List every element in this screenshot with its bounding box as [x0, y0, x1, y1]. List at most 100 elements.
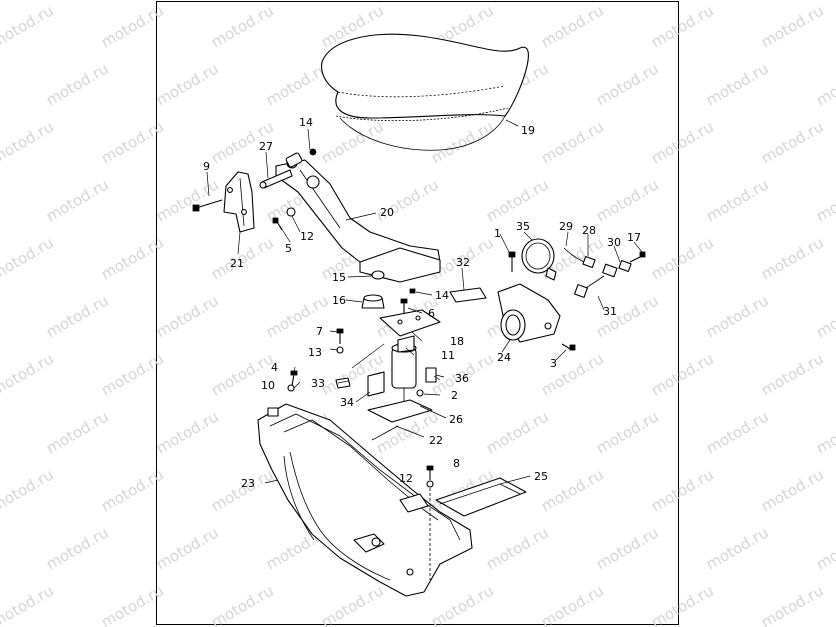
callout-23: 23: [241, 477, 255, 490]
part-nut-14: [409, 288, 416, 294]
watermark-text: motod.ru: [538, 349, 607, 399]
callout-1: 1: [494, 227, 501, 240]
watermark-text: motod.ru: [538, 1, 607, 51]
part-clip-33: [335, 377, 351, 389]
watermark-text: motod.ru: [43, 407, 112, 457]
callout-11: 11: [441, 349, 455, 362]
watermark-text: motod.ru: [483, 407, 552, 457]
part-washer-2: [416, 389, 424, 397]
callout-9: 9: [203, 160, 210, 173]
part-bolt-1: [508, 251, 516, 272]
callout-19: 19: [521, 124, 535, 137]
part-pin: [259, 169, 293, 189]
watermark-text: motod.ru: [648, 1, 717, 51]
callout-21: 21: [230, 257, 244, 270]
watermark-text: motod.ru: [813, 59, 836, 109]
part-bolt-8: [426, 465, 434, 580]
watermark-text: motod.ru: [593, 523, 662, 573]
watermark-text: motod.ru: [43, 59, 112, 109]
callout-27: 27: [259, 140, 273, 153]
watermark-text: motod.ru: [0, 1, 57, 51]
part-rubber-mounts: [361, 270, 385, 309]
part-rear-fender: [257, 403, 473, 597]
part-base-plate: [367, 371, 433, 441]
callout-35: 35: [516, 220, 530, 233]
callout-2: 2: [451, 389, 458, 402]
callout-14b: 14: [435, 289, 449, 302]
leader-lines: [206, 119, 643, 485]
part-screw-5: [272, 217, 283, 231]
watermark-text: motod.ru: [208, 465, 277, 515]
callout-25: 25: [534, 470, 548, 483]
watermark-text: motod.ru: [758, 233, 827, 283]
watermark-text: motod.ru: [43, 523, 112, 573]
part-seat-bracket: [275, 148, 441, 283]
callout-32: 32: [456, 256, 470, 269]
part-lamp-housing: [497, 283, 561, 343]
callout-20: 20: [380, 206, 394, 219]
watermark-text: motod.ru: [98, 465, 167, 515]
callout-17: 17: [627, 231, 641, 244]
watermark-text: motod.ru: [0, 523, 2, 573]
watermark-text: motod.ru: [648, 349, 717, 399]
watermark-text: motod.ru: [483, 175, 552, 225]
watermark-text: motod.ru: [318, 117, 387, 167]
watermark-text: motod.ru: [153, 291, 222, 341]
callout-34: 34: [340, 396, 354, 409]
watermark-text: motod.ru: [813, 175, 836, 225]
part-seat: [321, 33, 529, 151]
callout-36: 36: [455, 372, 469, 385]
watermark-text: motod.ru: [648, 233, 717, 283]
callout-labels: 1 2 3 4 5 6 7 8 9 10 11 12 12 13 14 14 1…: [203, 116, 641, 490]
watermark-text: motod.ru: [758, 349, 827, 399]
watermark-text: motod.ru: [0, 291, 2, 341]
watermark-text: motod.ru: [758, 465, 827, 515]
part-screw-4: [287, 370, 298, 392]
watermark-text: motod.ru: [538, 117, 607, 167]
part-gauge: [521, 238, 557, 281]
watermark-text: motod.ru: [703, 523, 772, 573]
callout-14a: 14: [299, 116, 313, 129]
watermark-text: motod.ru: [43, 291, 112, 341]
watermark-text: motod.ru: [0, 175, 2, 225]
watermark-text: motod.ru: [98, 117, 167, 167]
part-bracket-36: [425, 367, 445, 383]
callout-15: 15: [332, 271, 346, 284]
part-solenoid: [391, 335, 417, 412]
callout-12b: 12: [399, 472, 413, 485]
callout-7: 7: [316, 325, 323, 338]
part-bolt-9: [192, 199, 223, 212]
watermark-text: motod.ru: [98, 233, 167, 283]
watermark-text: motod.ru: [648, 581, 717, 627]
callout-16: 16: [332, 294, 346, 307]
watermark-text: motod.ru: [318, 581, 387, 627]
watermark-text: motod.ru: [648, 117, 717, 167]
watermark-text: motod.ru: [538, 465, 607, 515]
watermark-text: motod.ru: [703, 175, 772, 225]
part-fitting-assembly: [563, 247, 646, 298]
callout-31: 31: [603, 305, 617, 318]
callout-8: 8: [453, 457, 460, 470]
watermark-text: motod.ru: [43, 175, 112, 225]
callout-24: 24: [497, 351, 511, 364]
part-mounting-plate: [379, 309, 441, 337]
watermark-text: motod.ru: [703, 407, 772, 457]
watermark-text: motod.ru: [648, 465, 717, 515]
watermark-text: motod.ru: [0, 465, 57, 515]
watermark-text: motod.ru: [208, 581, 277, 627]
diagram-frame: [156, 1, 679, 625]
part-washer-12: [286, 207, 296, 217]
watermark-text: motod.ru: [0, 59, 2, 109]
watermark-text: motod.ru: [0, 407, 2, 457]
callout-13: 13: [308, 346, 322, 359]
callout-12a: 12: [300, 230, 314, 243]
watermark-text: motod.ru: [0, 117, 57, 167]
watermark-text: motod.ru: [813, 407, 836, 457]
callout-10: 10: [261, 379, 275, 392]
watermark-text: motod.ru: [428, 581, 497, 627]
watermark-text: motod.ru: [0, 581, 57, 627]
watermark-text: motod.ru: [153, 59, 222, 109]
watermark-text: motod.ru: [98, 1, 167, 51]
